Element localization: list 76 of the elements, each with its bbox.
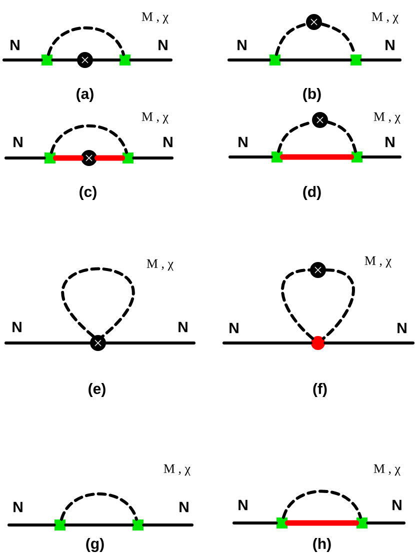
particle-label: N bbox=[230, 322, 238, 334]
particle-label: M , χ bbox=[364, 256, 392, 268]
solid-line bbox=[142, 524, 194, 526]
particle-label: N bbox=[180, 502, 188, 512]
solid-line bbox=[94, 155, 126, 161]
solid-line bbox=[2, 58, 43, 62]
panel-label: (d) bbox=[303, 186, 321, 200]
solid-line bbox=[132, 156, 174, 160]
particle-label: N bbox=[386, 136, 394, 148]
crossed-circle bbox=[306, 14, 322, 30]
solid-line bbox=[51, 58, 78, 62]
solid-line bbox=[222, 342, 312, 344]
dashed-line bbox=[281, 268, 314, 340]
vertex-square bbox=[350, 54, 362, 66]
particle-label: N bbox=[386, 40, 394, 50]
solid-line bbox=[232, 522, 278, 524]
vertex-square bbox=[54, 520, 66, 530]
particle-label: M , χ bbox=[142, 12, 168, 24]
solid-line bbox=[361, 156, 402, 158]
vertex-dot bbox=[311, 336, 325, 350]
dashed-line bbox=[60, 492, 138, 521]
dashed-line bbox=[282, 490, 362, 519]
dashed-line bbox=[326, 120, 357, 153]
panel-label: (e) bbox=[88, 383, 106, 397]
particle-label: M , χ bbox=[142, 112, 168, 124]
particle-label: N bbox=[238, 500, 248, 510]
crossed-circle bbox=[310, 262, 326, 278]
solid-line bbox=[279, 58, 352, 62]
solid-line bbox=[324, 342, 414, 344]
particle-label: N bbox=[158, 40, 168, 50]
dashed-line bbox=[62, 267, 134, 338]
solid-line bbox=[104, 342, 196, 344]
crossed-circle bbox=[312, 112, 328, 128]
solid-line bbox=[8, 524, 56, 526]
solid-line bbox=[4, 156, 46, 160]
particle-label: M , χ bbox=[374, 112, 400, 124]
solid-line bbox=[129, 58, 172, 62]
panel-label: (h) bbox=[313, 538, 331, 552]
particle-label: N bbox=[164, 136, 172, 148]
solid-line bbox=[228, 58, 271, 62]
panel-label: (a) bbox=[76, 88, 94, 102]
crossed-circle bbox=[90, 335, 106, 351]
vertex-square bbox=[270, 54, 280, 66]
particle-label: N bbox=[10, 40, 20, 50]
particle-label: N bbox=[392, 500, 402, 510]
crossed-circle bbox=[81, 150, 97, 166]
solid-line bbox=[360, 58, 402, 62]
panel-label: (f) bbox=[313, 383, 327, 397]
particle-label: N bbox=[178, 322, 188, 332]
solid-line bbox=[4, 342, 92, 344]
particle-label: M , χ bbox=[146, 259, 174, 271]
particle-label: N bbox=[398, 322, 406, 334]
solid-line bbox=[228, 156, 273, 158]
particle-label: N bbox=[14, 502, 22, 512]
dashed-line bbox=[322, 268, 355, 340]
solid-line bbox=[92, 58, 121, 62]
solid-line bbox=[280, 154, 354, 160]
solid-line bbox=[52, 155, 84, 161]
particle-label: M , χ bbox=[164, 464, 190, 476]
particle-label: N bbox=[14, 136, 22, 148]
particle-label: M , χ bbox=[372, 12, 398, 24]
vertex-square bbox=[132, 520, 144, 530]
panel-label: (g) bbox=[86, 538, 104, 552]
crossed-circle bbox=[77, 52, 93, 68]
particle-label: N bbox=[12, 322, 22, 332]
dashed-line bbox=[50, 124, 128, 154]
solid-line bbox=[284, 520, 360, 526]
dashed-line bbox=[275, 22, 308, 56]
particle-label: N bbox=[238, 40, 246, 50]
panel-label: (b) bbox=[303, 88, 321, 102]
dashed-line bbox=[47, 26, 125, 56]
particle-label: M , χ bbox=[374, 464, 400, 476]
solid-line bbox=[366, 522, 406, 524]
particle-label: N bbox=[238, 136, 248, 148]
solid-line bbox=[64, 524, 134, 526]
panel-label: (c) bbox=[80, 186, 96, 200]
